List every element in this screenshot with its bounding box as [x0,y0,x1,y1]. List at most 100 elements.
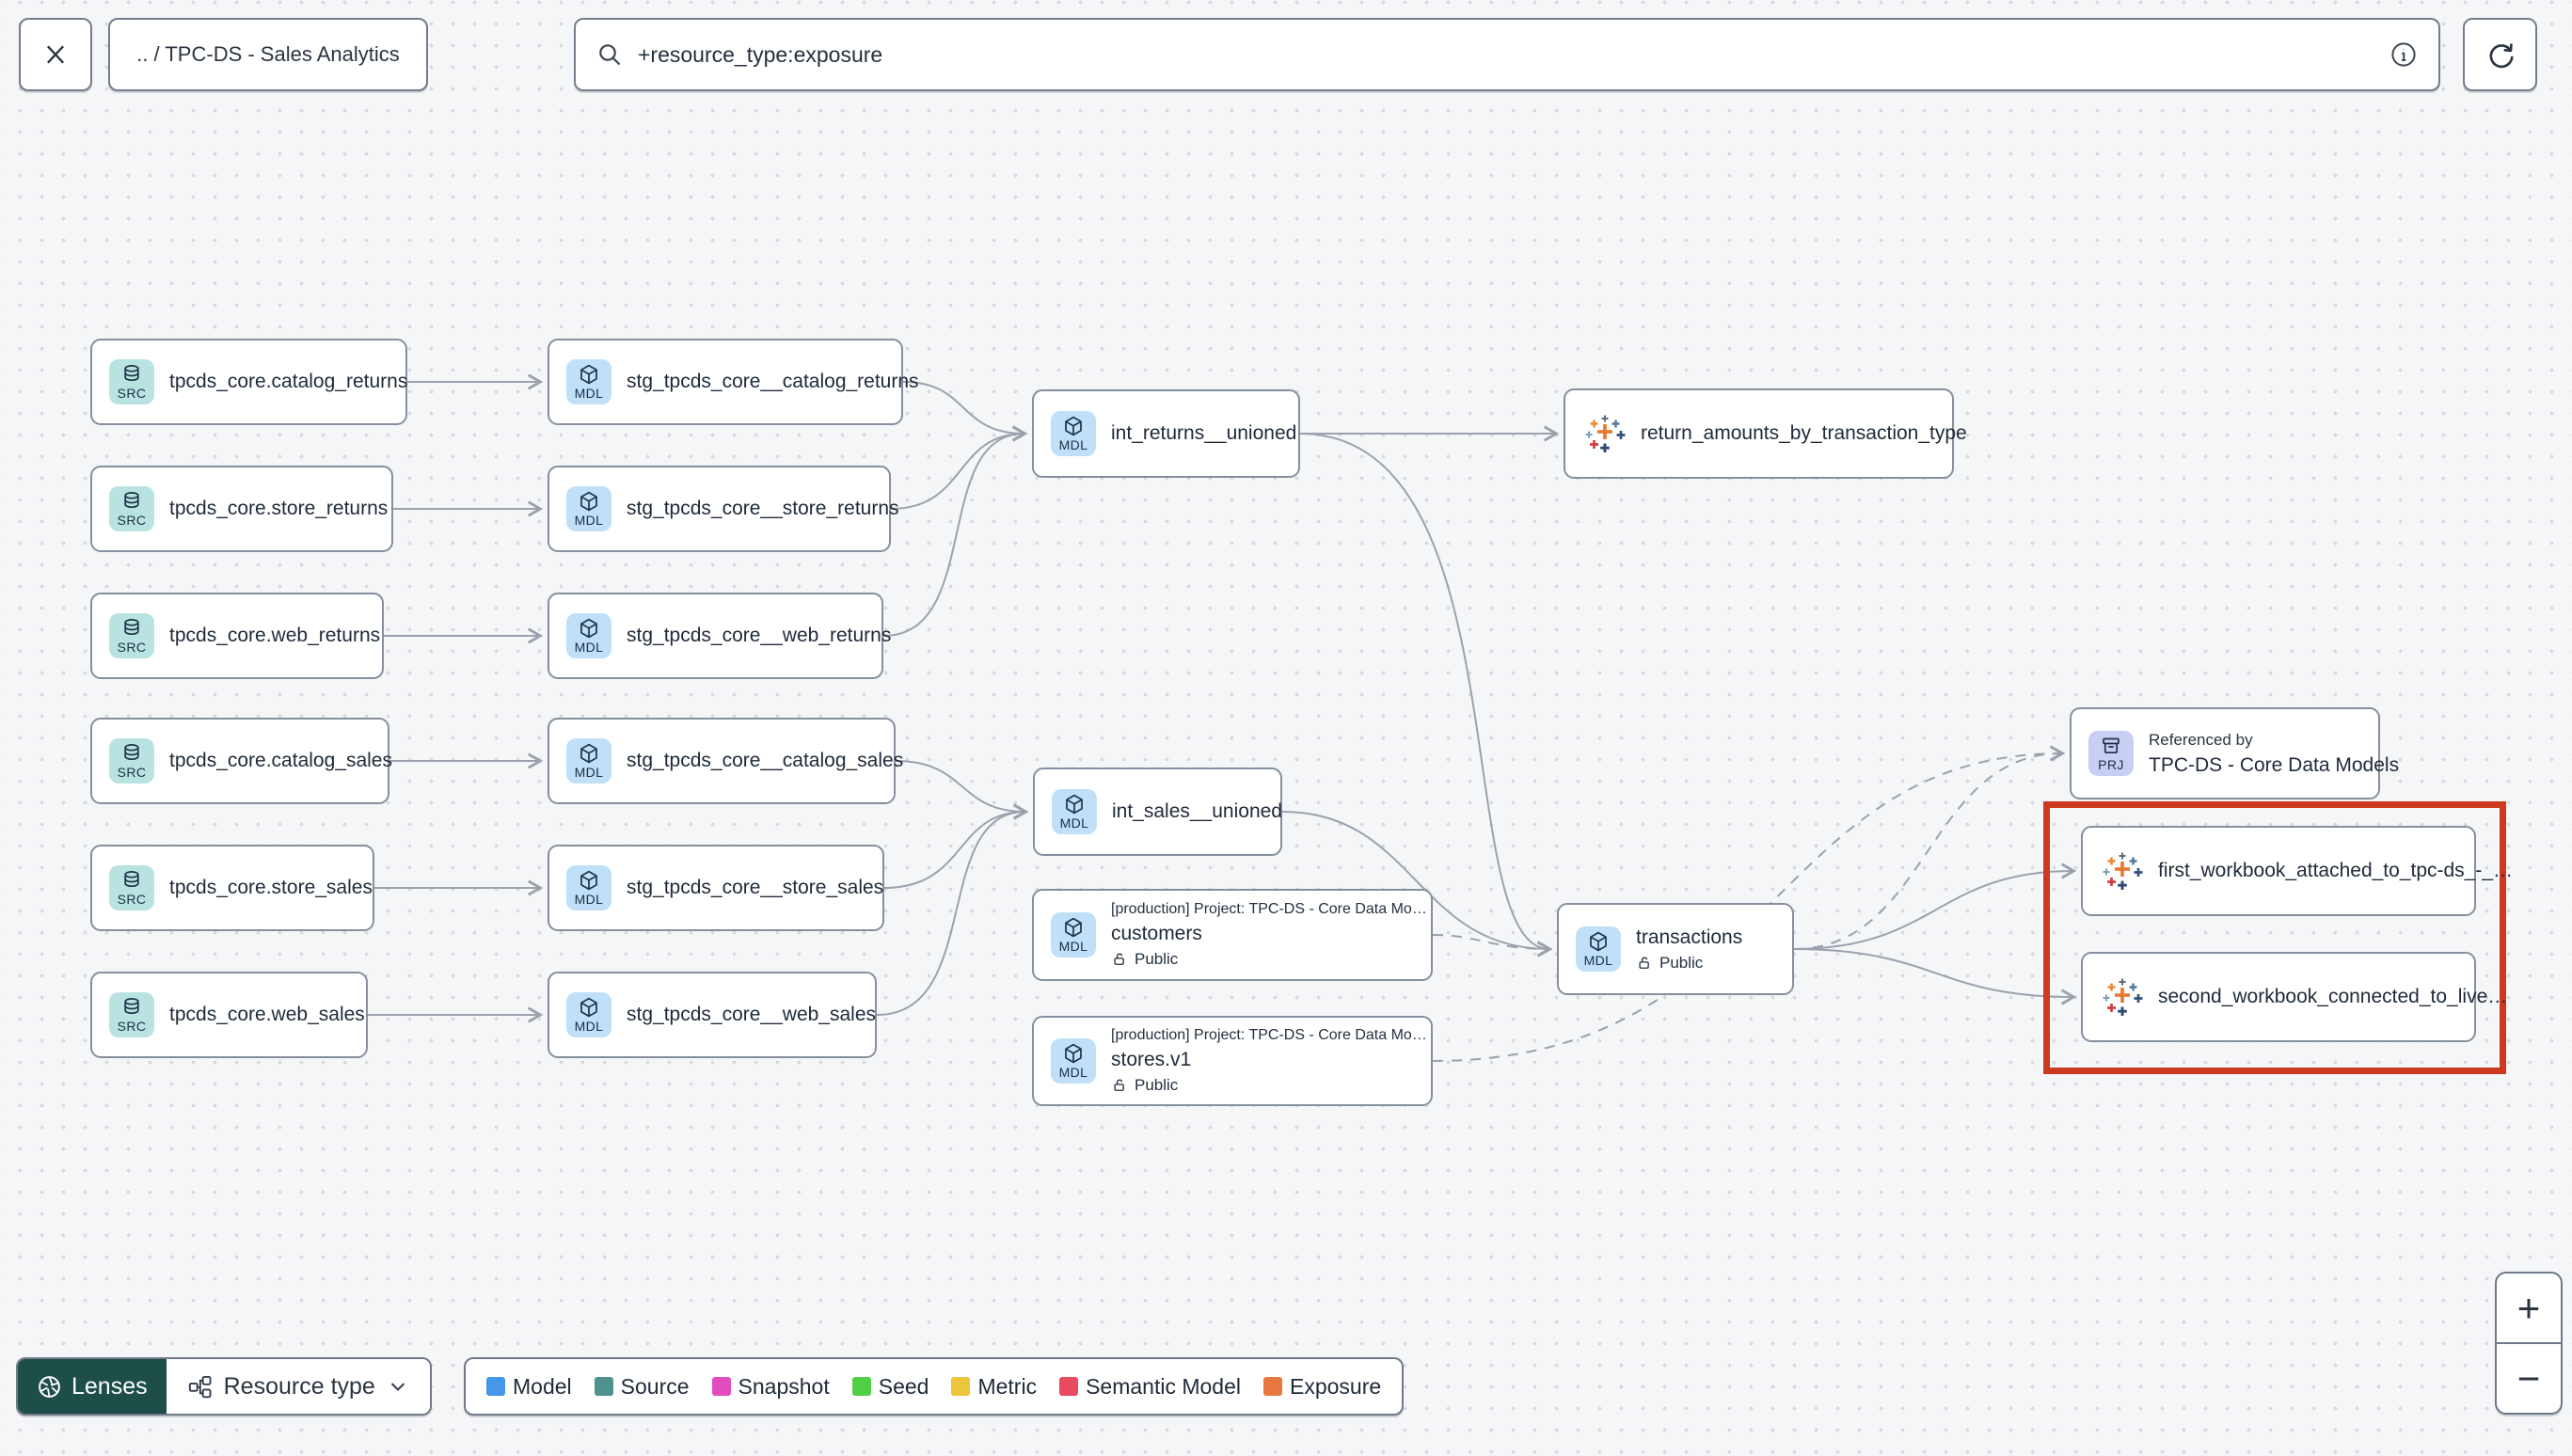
node-stg-web-returns[interactable]: MDL stg_tpcds_core__web_returns [548,593,891,679]
node-source-web-returns[interactable]: SRC tpcds_core.web_returns [90,593,384,679]
node-project-meta: [production] Project: TPC-DS - Core Data… [1111,1027,1427,1043]
node-label: customers [1111,923,1202,944]
model-tile: MDL [1051,1038,1096,1084]
source-tile: SRC [109,992,154,1037]
cube-icon [1062,1042,1085,1065]
source-tile: SRC [109,738,154,783]
refresh-button[interactable] [2463,18,2537,91]
search-input[interactable] [636,40,2389,69]
node-exposure-return-amounts[interactable]: return_amounts_by_transaction_type [1564,388,1967,479]
node-stg-store-sales[interactable]: MDL stg_tpcds_core__store_sales [548,845,884,931]
database-icon [120,490,143,513]
tile-badge: MDL [574,765,604,780]
legend-label: Snapshot [738,1373,830,1399]
zoom-in-button[interactable]: + [2497,1274,2561,1344]
tile-badge: MDL [1058,1065,1088,1080]
lenses-button[interactable]: Lenses [18,1359,167,1414]
source-tile: SRC [109,865,154,910]
lock-open-icon [1111,1077,1128,1094]
node-source-store-sales[interactable]: SRC tpcds_core.store_sales [90,845,374,931]
model-tile: MDL [566,486,611,531]
search-icon [596,41,623,68]
node-source-catalog-sales[interactable]: SRC tpcds_core.catalog_sales [90,718,392,804]
model-tile: MDL [566,738,611,783]
close-icon [41,40,70,69]
zoom-out-button[interactable]: − [2516,1355,2541,1401]
resource-type-legend: Model Source Snapshot Seed Metric Semant… [464,1357,1405,1416]
legend-label: Semantic Model [1086,1373,1241,1399]
node-stg-web-sales[interactable]: MDL stg_tpcds_core__web_sales [548,972,877,1058]
node-int-sales-unioned[interactable]: MDL int_sales__unioned [1033,768,1282,856]
tableau-icon [2102,976,2143,1018]
breadcrumb-label: .. / TPC-DS - Sales Analytics [136,42,400,66]
breadcrumb[interactable]: .. / TPC-DS - Sales Analytics [108,18,428,91]
node-stg-catalog-sales[interactable]: MDL stg_tpcds_core__catalog_sales [548,718,903,804]
node-label: first_workbook_attached_to_tpc-ds_-_… [2158,860,2514,881]
close-button[interactable] [19,18,92,91]
node-label: tpcds_core.web_returns [169,625,381,646]
legend-chip [951,1377,971,1396]
highlight-box [2043,801,2506,1074]
cube-icon [578,742,600,765]
model-tile: MDL [1052,789,1097,834]
resource-type-label: Resource type [223,1372,375,1400]
model-tile: MDL [566,613,611,658]
info-icon[interactable] [2389,40,2418,69]
node-exposure-second-workbook[interactable]: second_workbook_connected_to_live… [2081,952,2507,1042]
cube-icon [578,996,600,1019]
legend-item-model: Model [486,1374,572,1400]
access-label: Public [1135,1076,1179,1094]
node-project-meta: [production] Project: TPC-DS - Core Data… [1111,901,1427,917]
legend-chip [594,1377,613,1396]
lock-open-icon [1111,951,1128,968]
cube-icon [1063,793,1086,815]
tile-badge: MDL [574,892,604,907]
node-label: TPC-DS - Core Data Models [2149,753,2400,776]
node-stg-store-returns[interactable]: MDL stg_tpcds_core__store_returns [548,466,899,552]
node-stores-v1[interactable]: MDL [production] Project: TPC-DS - Core … [1032,1016,1433,1106]
model-tile: MDL [1576,926,1621,972]
lenses-label: Lenses [71,1372,148,1400]
resource-type-button[interactable]: Resource type [166,1359,430,1414]
tile-badge: MDL [1059,815,1089,831]
legend-label: Seed [878,1373,929,1399]
legend-item-seed: Seed [851,1373,929,1400]
source-tile: SRC [109,486,154,531]
node-label: stg_tpcds_core__store_sales [627,877,884,898]
node-stg-catalog-returns[interactable]: MDL stg_tpcds_core__catalog_returns [548,339,919,425]
project-tile: PRJ [2088,731,2134,776]
legend-label: Metric [977,1373,1038,1399]
model-tile: MDL [566,865,611,910]
cube-icon [578,490,600,513]
node-source-catalog-returns[interactable]: SRC tpcds_core.catalog_returns [90,339,407,425]
tile-badge: MDL [1583,953,1613,968]
source-tile: SRC [109,359,154,404]
cube-icon [578,363,600,386]
node-customers[interactable]: MDL [production] Project: TPC-DS - Core … [1032,889,1433,981]
access-row: Public [1636,954,1742,973]
legend-item-metric: Metric [951,1374,1037,1400]
tile-badge: SRC [117,640,147,655]
legend-label: Source [620,1373,690,1399]
lenses-control-group: Lenses Resource type [16,1357,432,1416]
model-tile: MDL [1051,912,1096,957]
node-label: stg_tpcds_core__store_returns [627,498,899,519]
cube-icon [1587,930,1610,953]
tableau-icon [1584,413,1626,454]
node-exposure-first-workbook[interactable]: first_workbook_attached_to_tpc-ds_-_… [2081,826,2513,916]
tile-badge: SRC [117,386,147,401]
tile-badge: MDL [1058,437,1088,452]
node-label: tpcds_core.catalog_returns [169,371,408,392]
legend-chip [1059,1377,1079,1396]
source-tile: SRC [109,613,154,658]
access-label: Public [1135,950,1179,968]
database-icon [120,617,143,640]
node-transactions[interactable]: MDL transactions Public [1557,903,1794,995]
search-bar[interactable] [574,18,2440,91]
node-source-web-sales[interactable]: SRC tpcds_core.web_sales [90,972,368,1058]
node-referenced-by-project[interactable]: PRJ Referenced by TPC-DS - Core Data Mod… [2070,707,2399,799]
node-source-store-returns[interactable]: SRC tpcds_core.store_returns [90,466,393,552]
legend-chip [486,1377,505,1396]
node-int-returns-unioned[interactable]: MDL int_returns__unioned [1032,389,1300,478]
